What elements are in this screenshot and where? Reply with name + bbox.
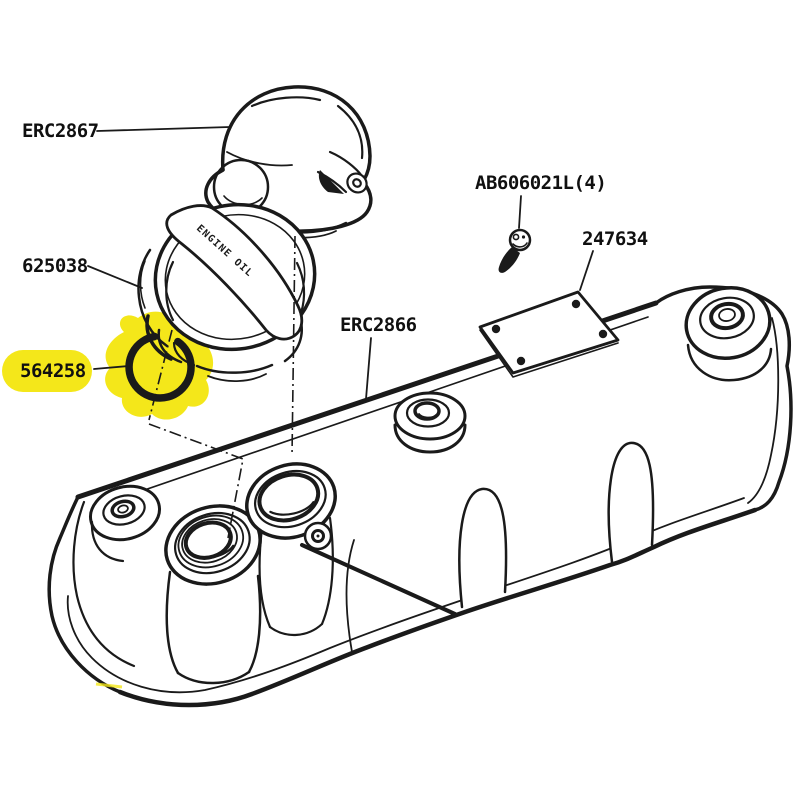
assembly-line-cap-lower [148, 423, 244, 539]
flange-tab-right [607, 441, 655, 564]
filler-neck-bottom [176, 670, 251, 685]
centre-bolt-boss [393, 391, 467, 454]
highlight-stray-mark [95, 682, 123, 689]
plate-hole [598, 329, 608, 339]
assembly-line-breather [291, 235, 296, 457]
front-face-rib [345, 539, 355, 653]
leader-erc2866 [365, 337, 372, 400]
highlight-blob [105, 311, 214, 420]
left-bolt-boss [89, 484, 161, 563]
part-label-564258[interactable]: 564258 [20, 360, 86, 382]
plate-hole [491, 324, 501, 334]
breather-dome [220, 85, 372, 182]
left-end-crease [72, 500, 136, 668]
cap-skirt-arc [145, 314, 173, 361]
oil-filler-cap-drawing: ENGINE OIL [137, 202, 317, 382]
leader-247634 [579, 250, 594, 291]
assembly-line-cap-upper [148, 329, 173, 421]
highlight-pill [2, 350, 92, 392]
plate-edge [479, 329, 619, 378]
breather-spout-tip [346, 172, 368, 194]
screw-shank [498, 247, 520, 273]
right-bolt-boss [684, 286, 773, 382]
screw-drawing [498, 228, 532, 273]
part-label-erc2867[interactable]: ERC2867 [22, 120, 99, 142]
filler-neck-body-right [247, 574, 262, 674]
rocker-cover-drawing [47, 285, 793, 708]
breather-spout-shadow [318, 170, 344, 194]
plate-face [478, 290, 620, 375]
leader-564258 [93, 365, 130, 370]
part-label-erc2866[interactable]: ERC2866 [340, 314, 417, 336]
o-ring-drawing [125, 332, 195, 402]
right-end-seam [747, 317, 780, 504]
cover-bottom-edge [117, 507, 758, 708]
leader-625038 [87, 265, 143, 289]
breather-neck-mouth [245, 462, 337, 540]
flange-tab-left [458, 487, 508, 609]
plate-hole [516, 356, 526, 366]
plate-hole [571, 299, 581, 309]
breather-neck-bottom [268, 622, 324, 636]
leader-erc2867 [96, 126, 231, 132]
filler-neck-body [165, 570, 180, 675]
part-label-625038[interactable]: 625038 [22, 255, 88, 277]
plate-drawing [478, 290, 620, 378]
leader-ab606021l [518, 195, 522, 229]
front-face-accent [300, 543, 457, 616]
neck-ear-tab [303, 521, 333, 551]
part-label-ab606021l[interactable]: AB606021L(4) [475, 172, 607, 194]
part-label-247634[interactable]: 247634 [582, 228, 648, 250]
